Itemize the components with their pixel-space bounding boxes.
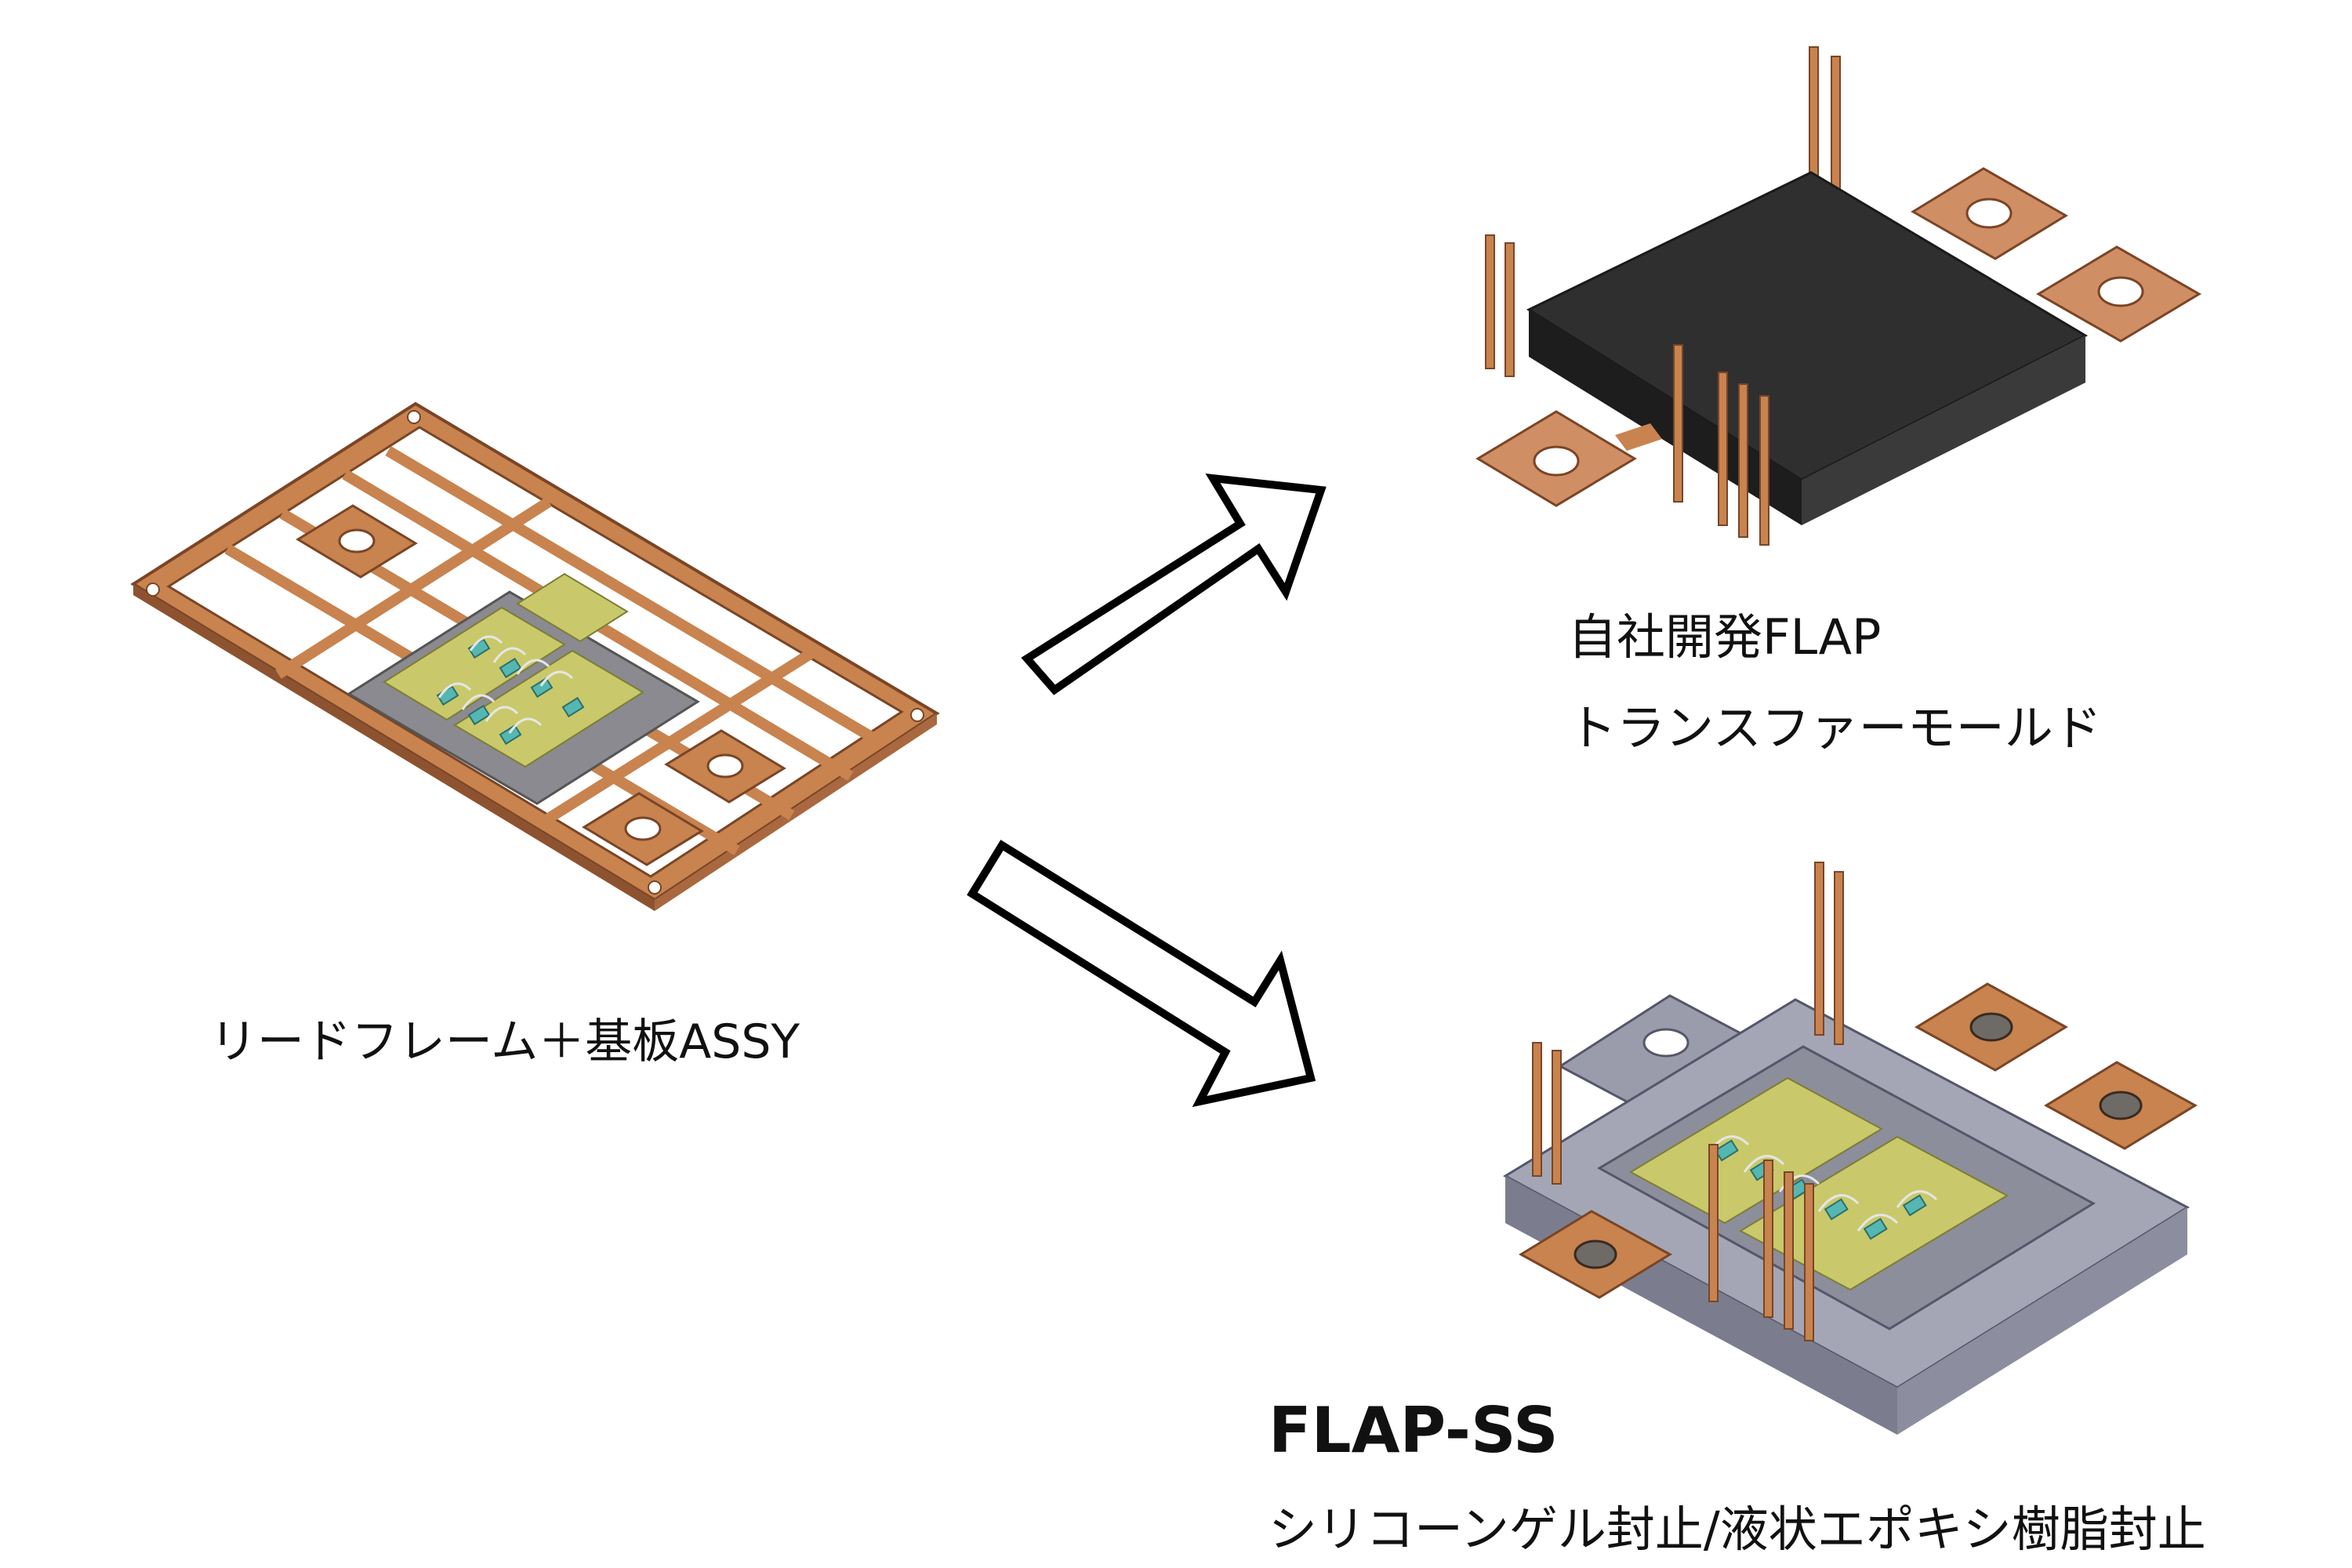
arrow-down-right	[967, 840, 1316, 1108]
flap-ss-subtitle: シリコーンゲル封止/液状エポキシ樹脂封止	[1269, 1501, 2206, 1558]
substrate-pad-3	[516, 572, 629, 643]
power-terminal-left	[1475, 410, 1662, 507]
ss-substrate-pad-1	[1628, 1076, 1884, 1225]
mold-body-side	[1802, 336, 2085, 525]
chip-array	[436, 637, 585, 746]
ss-signal-pins	[1532, 862, 1844, 1341]
substrate-pad-1	[383, 606, 566, 721]
frame-holes	[146, 410, 924, 895]
leadframe-edge	[133, 584, 655, 911]
flap-ss-module	[1502, 862, 2198, 1435]
mold-body-front	[1529, 310, 1802, 525]
signal-pins-front	[1673, 344, 1769, 546]
ss-power-terminals	[1519, 982, 2198, 1299]
bond-wires	[437, 635, 574, 734]
flap-title-label: 自社開発FLAP	[1568, 608, 1882, 666]
flap-process-label: トランスファーモールド	[1568, 699, 2102, 757]
leadframe-assembly	[130, 401, 940, 911]
leadframe-terminals	[296, 504, 786, 866]
flap-ss-title: FLAP-SS	[1269, 1394, 1559, 1467]
arrow-up-right	[1021, 473, 1327, 695]
ss-bond-wires	[1708, 1135, 1938, 1232]
housing-side	[1897, 1207, 2187, 1435]
leadframe-assy-label: リードフレーム＋基板ASSY	[210, 1014, 800, 1069]
flap-molded-module	[1475, 46, 2201, 546]
